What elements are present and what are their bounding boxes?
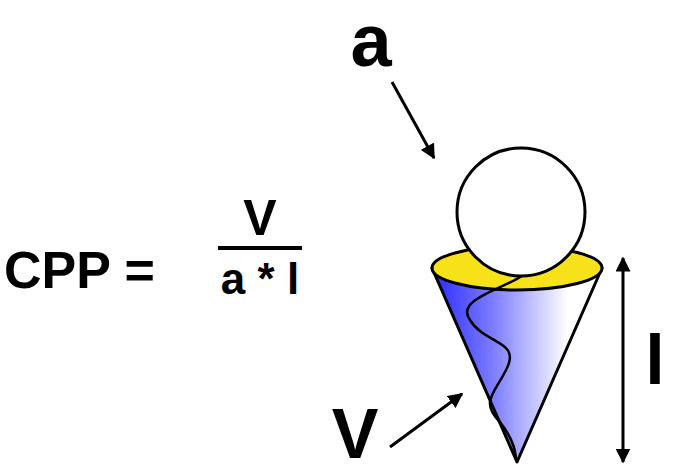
cone-body	[432, 268, 602, 462]
fraction-bar	[218, 246, 302, 250]
length-label: l	[645, 325, 664, 395]
pointer-arrow	[390, 394, 462, 447]
formula-numerator: V	[243, 193, 276, 243]
formula-term: CPP =	[4, 244, 155, 296]
spiral-line	[467, 276, 522, 458]
dimension-arrow	[622, 258, 625, 462]
pointer-arrow	[392, 82, 434, 158]
sphere	[457, 148, 585, 276]
formula-denominator: a * l	[221, 257, 299, 301]
volume-label: V	[332, 399, 379, 469]
radius-label: a	[350, 4, 391, 78]
